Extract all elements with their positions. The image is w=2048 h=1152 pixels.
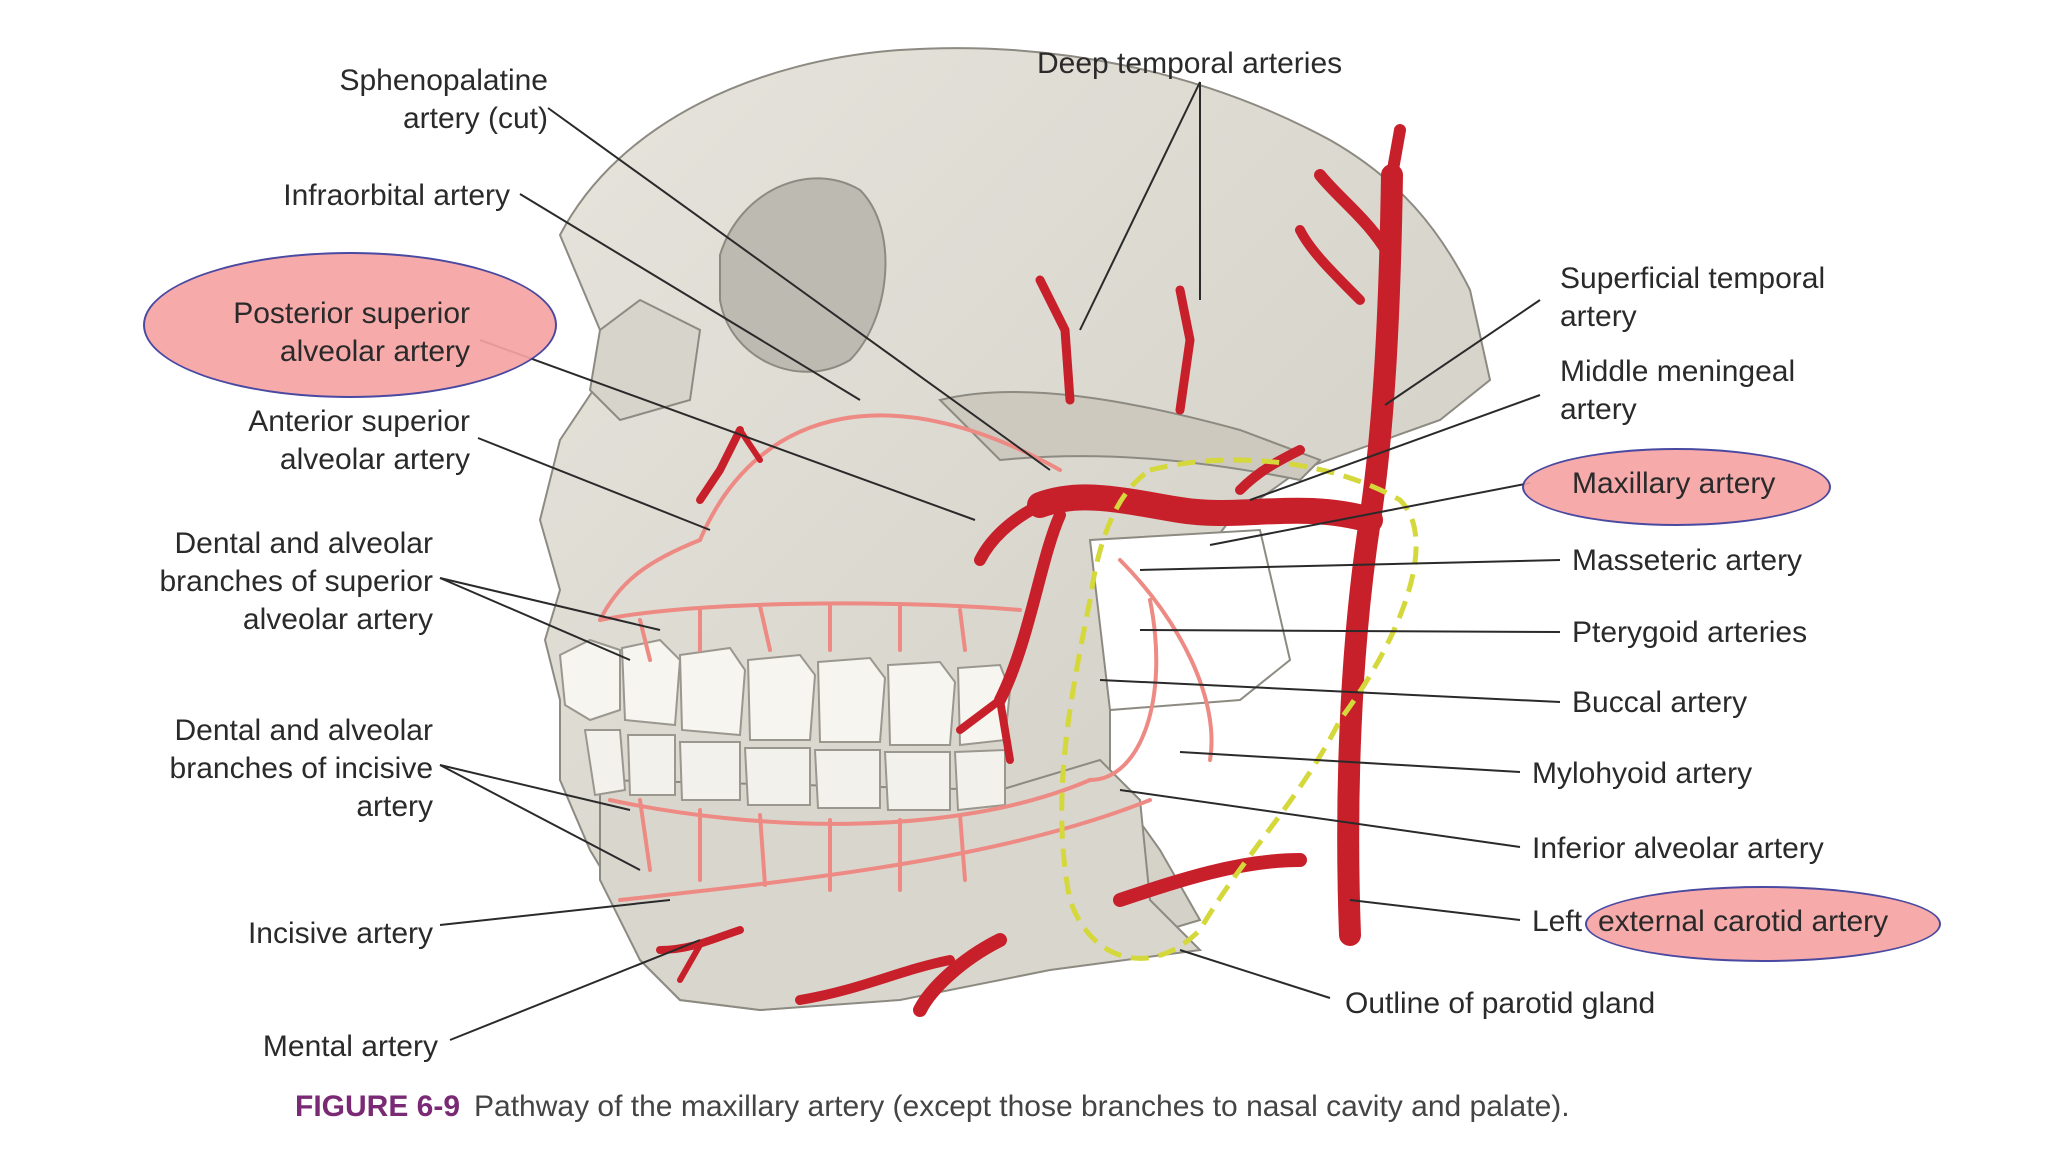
label-sphenopalatine-artery: Sphenopalatine artery (cut) (339, 64, 548, 135)
label-left-prefix: Left (1532, 905, 1583, 938)
parotid-outline (1059, 457, 1419, 961)
label-pterygoid-arteries: Pterygoid arteries (1572, 616, 1808, 649)
label-dental-alveolar-superior: Dental and alveolar branches of superior… (159, 527, 434, 636)
highlight-posterior-superior-alveolar (143, 252, 557, 398)
label-mental-artery: Mental artery (262, 1030, 438, 1063)
label-infraorbital-artery: Infraorbital artery (283, 179, 510, 212)
label-dental-alveolar-incisive: Dental and alveolar branches of incisive… (169, 714, 433, 823)
label-inferior-alveolar-artery: Inferior alveolar artery (1532, 832, 1824, 865)
label-superficial-temporal-artery: Superficial temporal artery (1560, 262, 1826, 333)
leader-lines (439, 81, 1561, 1041)
zygomatic-arch (938, 390, 1322, 482)
lower-teeth (583, 729, 1006, 812)
label-incisive-artery: Incisive artery (247, 917, 433, 950)
figure-number: FIGURE 6-9 (295, 1090, 461, 1123)
label-external-carotid-artery: external carotid artery (1598, 905, 1889, 938)
label-deep-temporal-arteries: Deep temporal arteries (1037, 47, 1343, 80)
label-mylohyoid-artery: Mylohyoid artery (1532, 757, 1753, 790)
main-arteries (656, 124, 1406, 1017)
figure-caption: FIGURE 6-9 Pathway of the maxillary arter… (295, 1090, 1570, 1124)
orbit (719, 177, 887, 373)
label-maxillary-artery: Maxillary artery (1572, 467, 1776, 500)
figure-caption-text: Pathway of the maxillary artery (except … (474, 1090, 1570, 1123)
highlight-external-carotid (1585, 886, 1941, 962)
highlight-maxillary-artery (1522, 448, 1831, 526)
label-middle-meningeal-artery: Middle meningeal artery (1560, 355, 1796, 426)
label-buccal-artery: Buccal artery (1572, 686, 1748, 719)
minor-arteries (598, 413, 1214, 902)
label-masseteric-artery: Masseteric artery (1572, 544, 1803, 577)
label-parotid-outline: Outline of parotid gland (1345, 987, 1656, 1020)
label-anterior-superior-alveolar-artery: Anterior superior alveolar artery (248, 405, 470, 476)
mandible-window (1088, 528, 1292, 712)
label-posterior-superior-alveolar-artery: Posterior superior alveolar artery (233, 297, 470, 368)
upper-teeth (558, 638, 1012, 747)
